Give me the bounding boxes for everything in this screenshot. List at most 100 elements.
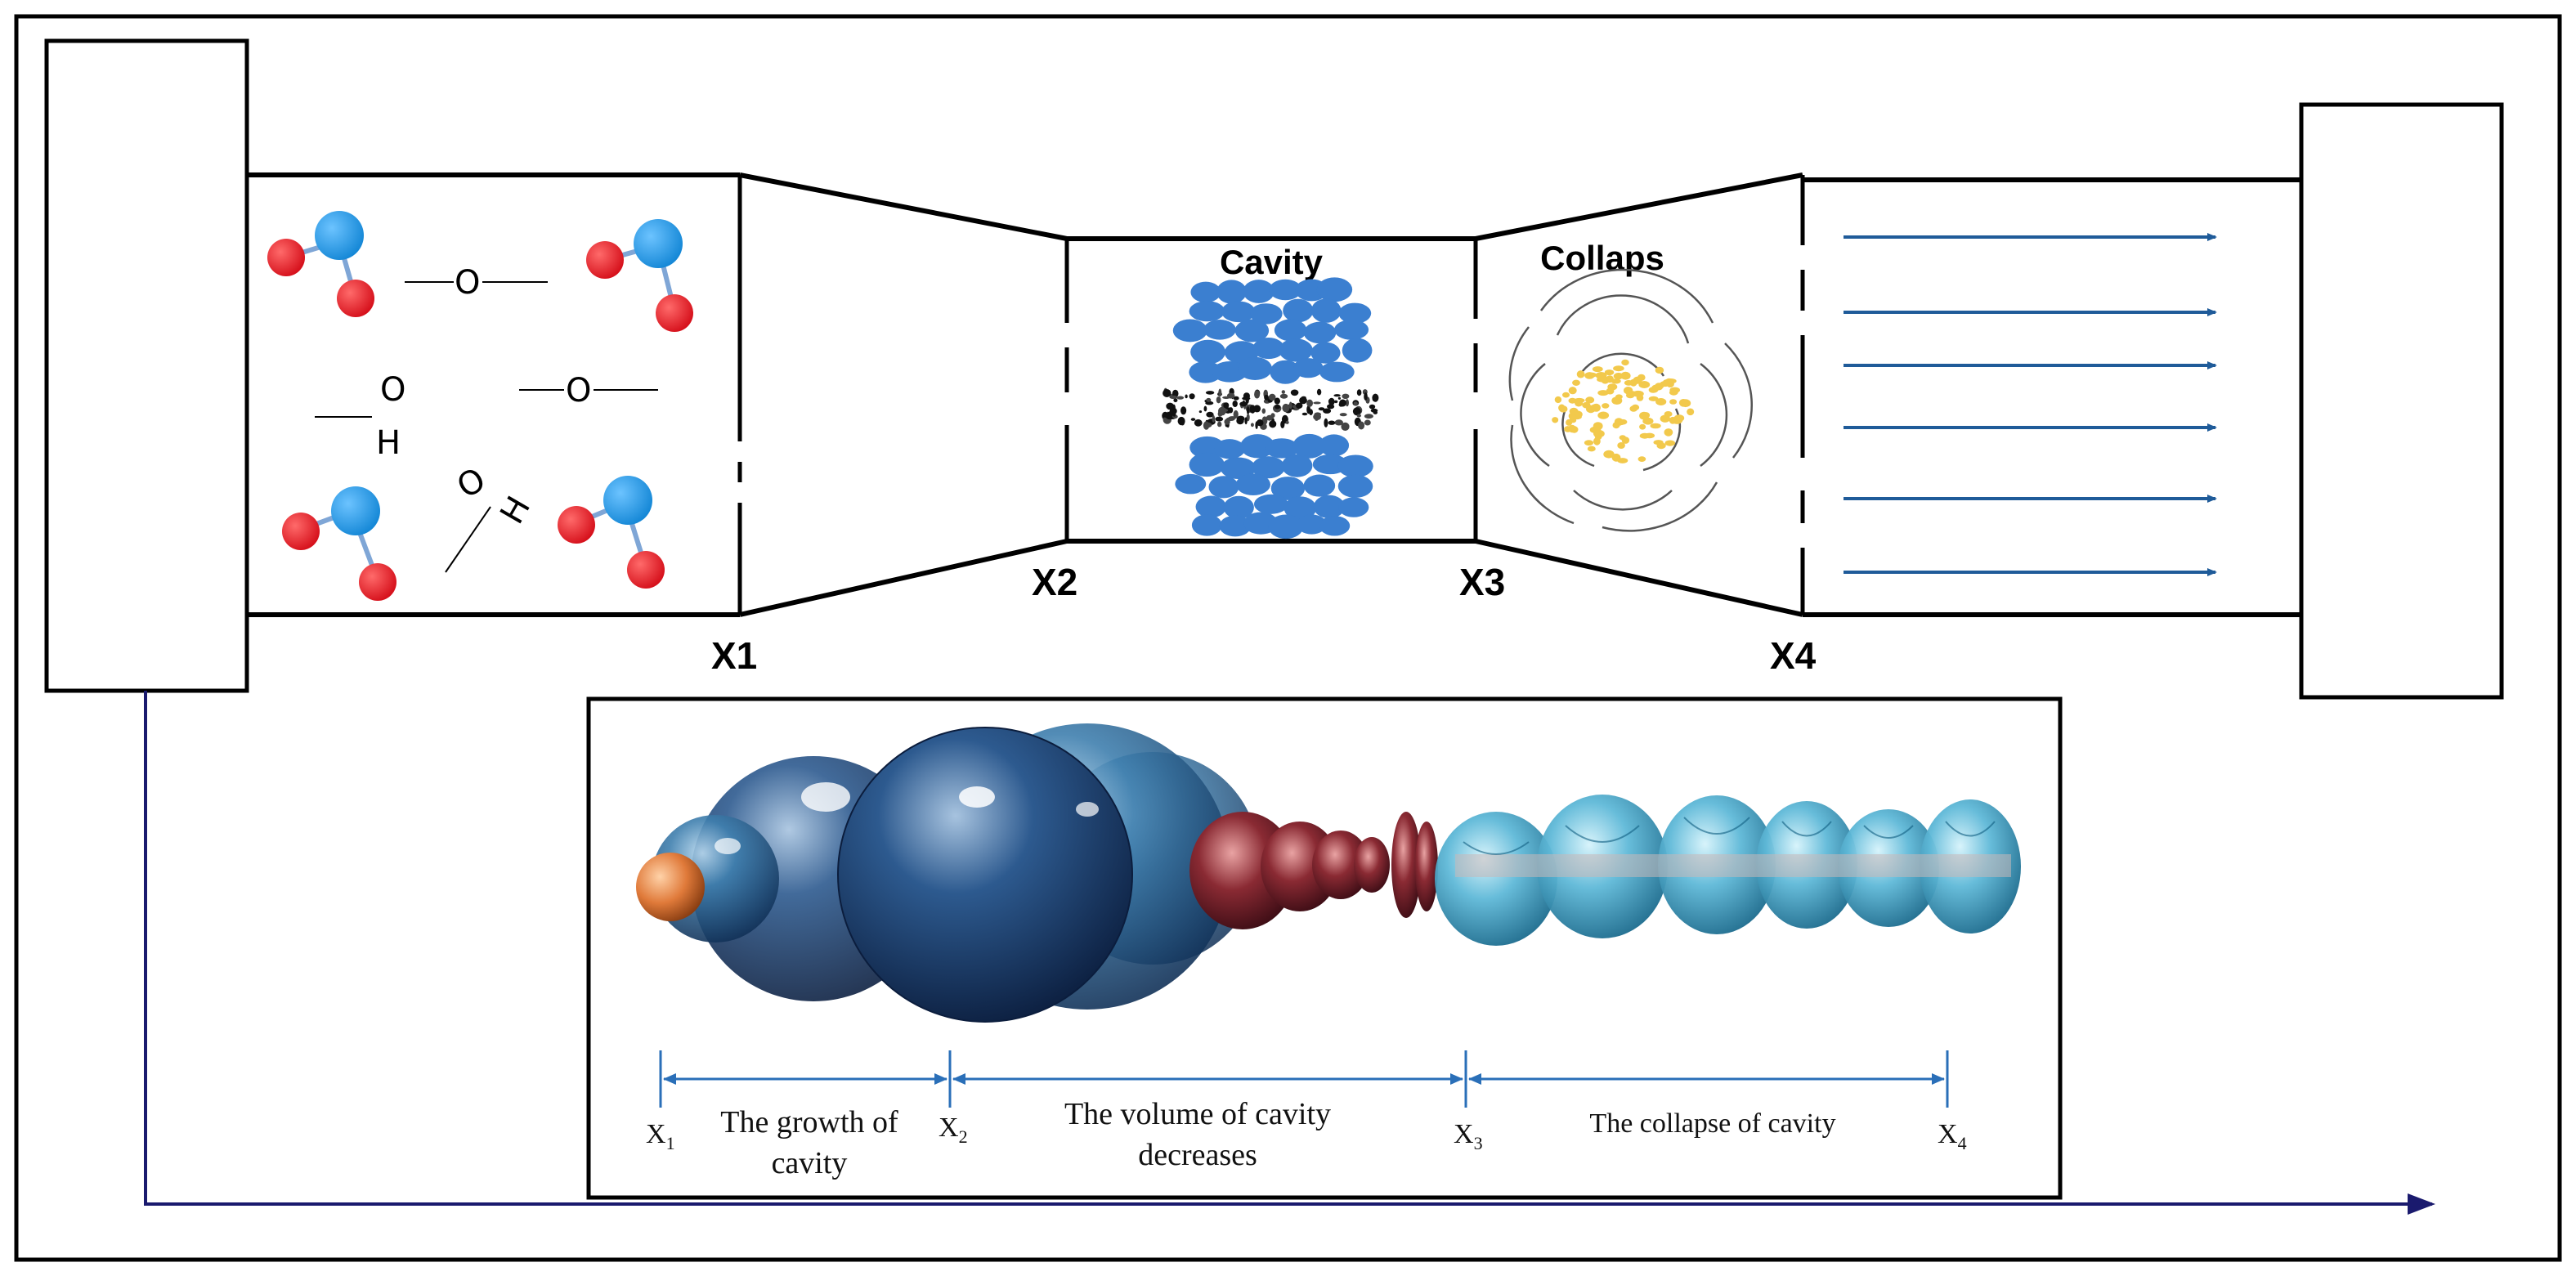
- collapse-particle: [1644, 432, 1655, 439]
- marker-x2: X2: [1032, 561, 1077, 603]
- oxygen-label: O: [380, 371, 405, 409]
- cavity-bubble: [1316, 277, 1353, 302]
- collapse-particle: [1572, 379, 1580, 386]
- collapse-particle: [1568, 397, 1577, 404]
- cavity-bubble: [1172, 319, 1207, 343]
- cavity-turbulence: [1162, 387, 1379, 432]
- right-tank: [2299, 102, 2504, 700]
- collapse-particle: [1640, 382, 1648, 387]
- cavity-bubble: [1195, 495, 1227, 518]
- turbulence-dot: [1356, 389, 1362, 396]
- turbulence-dot: [1212, 414, 1216, 423]
- cavity-bubble: [1270, 477, 1306, 500]
- flow-arrows: [1844, 233, 2217, 576]
- turbulence-dot: [1254, 390, 1261, 399]
- collapse-particle: [1552, 417, 1559, 423]
- cavity-bubble: [1213, 439, 1246, 459]
- collapse-particle: [1611, 453, 1621, 462]
- cavity-bubble: [1337, 454, 1373, 478]
- collapse-particle: [1582, 401, 1591, 409]
- collapse-particle: [1669, 389, 1678, 396]
- collapse-particle: [1575, 399, 1584, 407]
- molecule: [267, 211, 374, 317]
- cavity-bubbles-bottom: [1175, 433, 1373, 540]
- cavity-bubble: [1269, 279, 1302, 301]
- turbulence-dot: [1334, 419, 1344, 426]
- collapse-particle: [1639, 423, 1646, 430]
- stage-growth-label-2: cavity: [772, 1146, 848, 1180]
- collapse-title: Collaps: [1540, 239, 1664, 277]
- turbulence-dot: [1246, 406, 1250, 415]
- turbulence-dot: [1173, 398, 1178, 403]
- cavity-title: Cavity: [1220, 243, 1324, 281]
- turbulence-dot: [1358, 421, 1365, 430]
- turbulence-dot: [1270, 413, 1275, 419]
- turbulence-dot: [1232, 401, 1238, 407]
- collapse-particle: [1620, 371, 1631, 380]
- collapse-particle: [1664, 411, 1673, 417]
- cavity-bubble: [1189, 360, 1223, 383]
- turbulence-dot: [1280, 420, 1285, 428]
- turbulence-dot: [1281, 390, 1286, 394]
- turbulence-dot: [1279, 393, 1288, 399]
- turbulence-dot: [1328, 397, 1335, 406]
- collapse-particle: [1603, 450, 1615, 459]
- collapse-particle: [1650, 423, 1661, 429]
- collapse-particle: [1611, 396, 1623, 405]
- tick-label-x2: X2: [939, 1113, 968, 1147]
- oxygen-label: O: [451, 461, 492, 507]
- collapse-particle: [1642, 417, 1654, 425]
- turbulence-dot: [1217, 421, 1222, 428]
- turbulence-dot: [1163, 413, 1167, 418]
- turbulence-dot: [1180, 406, 1187, 415]
- stage-dimension-line: [659, 1050, 1949, 1108]
- turbulence-dot: [1313, 401, 1321, 405]
- turbulence-dot: [1338, 402, 1344, 407]
- turbulence-dot: [1318, 407, 1325, 411]
- tick-label-x1: X1: [646, 1119, 675, 1153]
- turbulence-dot: [1242, 396, 1251, 401]
- cavity-bubble: [1253, 494, 1288, 514]
- cavity-bubble: [1238, 356, 1273, 380]
- turbulence-dot: [1206, 411, 1214, 418]
- turbulence-dot: [1364, 414, 1373, 419]
- cavity-bubble: [1292, 433, 1327, 459]
- turbulence-dot: [1244, 417, 1248, 425]
- collapse-particle: [1576, 370, 1585, 378]
- collapse-particle: [1631, 404, 1640, 410]
- collapse-particle: [1558, 405, 1568, 413]
- collapse-particle: [1554, 396, 1562, 404]
- cavity-bubble: [1191, 514, 1222, 536]
- turbulence-dot: [1314, 412, 1321, 417]
- turbulence-dot: [1353, 401, 1358, 406]
- collapse-particle: [1632, 390, 1644, 397]
- turbulence-dot: [1228, 416, 1237, 420]
- collapse-particle: [1669, 399, 1678, 405]
- cavity-bubble: [1270, 360, 1301, 384]
- cavity-bubble: [1208, 476, 1239, 499]
- cavity-bubble: [1189, 301, 1225, 322]
- bubble-evolution: [636, 723, 2021, 1023]
- cavity-bubble: [1310, 298, 1342, 323]
- timeline-arrow: [144, 691, 2435, 1215]
- collapse-particles: [1552, 359, 1695, 463]
- turbulence-dot: [1296, 402, 1303, 409]
- cavity-bubble: [1292, 358, 1324, 378]
- collapse-particle: [1604, 369, 1615, 376]
- turbulence-dot: [1198, 410, 1203, 414]
- turbulence-dot: [1246, 414, 1250, 422]
- turbulence-dot: [1250, 423, 1254, 428]
- turbulence-dot: [1233, 410, 1239, 419]
- turbulence-dot: [1339, 413, 1347, 417]
- collapse-particle: [1562, 392, 1570, 398]
- turbulence-dot: [1256, 419, 1264, 427]
- turbulence-dot: [1268, 393, 1276, 401]
- hydrogen-label: H: [376, 424, 401, 462]
- cavity-bubble: [1342, 338, 1373, 363]
- turbulence-dot: [1323, 408, 1332, 414]
- collapse-particle: [1648, 396, 1659, 401]
- cavity-bubble: [1219, 515, 1252, 537]
- turbulence-dot: [1223, 402, 1230, 409]
- collapse-particle: [1617, 442, 1625, 449]
- collapse-particle: [1664, 440, 1676, 446]
